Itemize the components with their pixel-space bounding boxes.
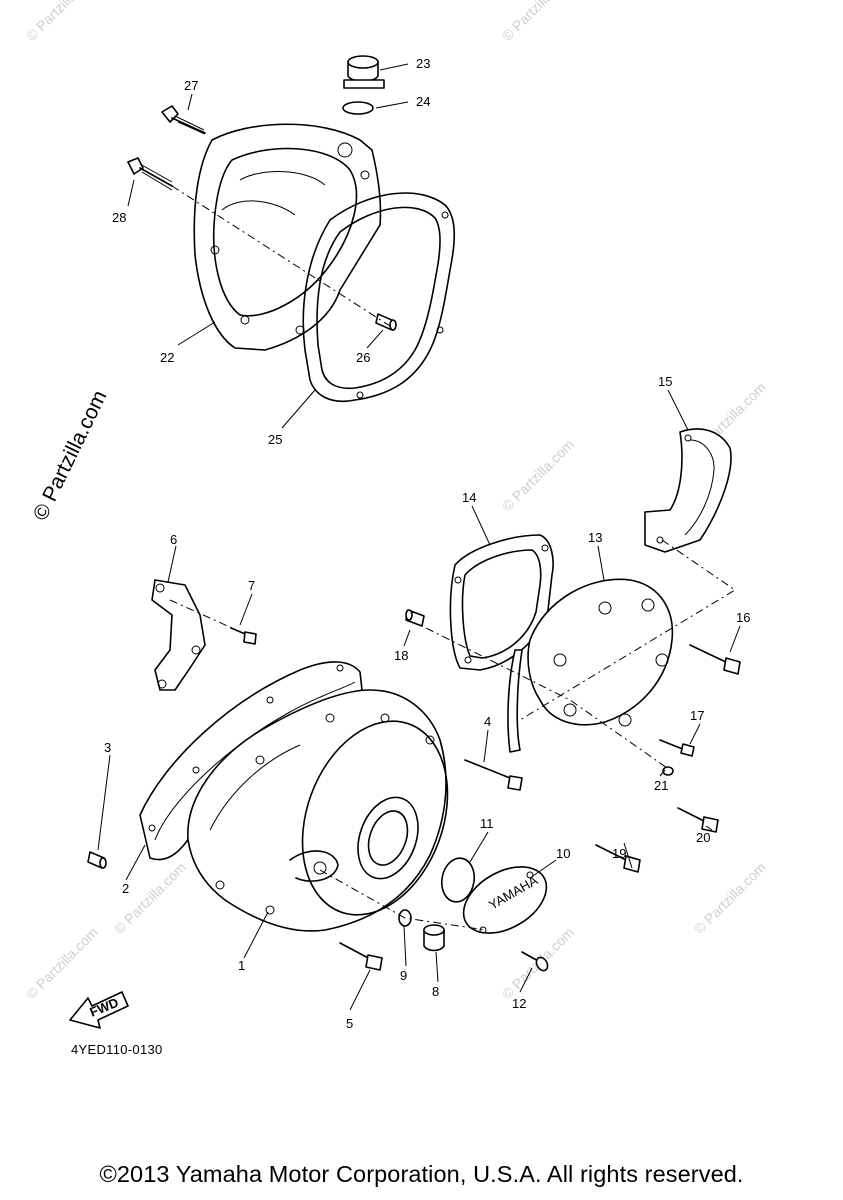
callout-4: 4: [484, 714, 491, 729]
svg-text:© Partzilla.com: © Partzilla.com: [111, 859, 189, 937]
part-24-o-ring: [342, 101, 374, 115]
callout-21: 21: [654, 778, 668, 793]
callout-numbers: 1 2 3 4 5 6 7 8 9 10 11 12 13 14 15 16 1…: [104, 56, 750, 1031]
part-12-screw: [521, 951, 549, 972]
leader-lines: [97, 63, 741, 1011]
callout-25: 25: [268, 432, 282, 447]
part-21-washer: [662, 766, 674, 776]
fwd-arrow-icon: FWD: [69, 991, 129, 1029]
svg-text:© Partzilla.com: © Partzilla.com: [499, 436, 577, 514]
part-13-cover: [507, 578, 674, 753]
part-3-dowel: [87, 851, 107, 869]
callout-9: 9: [400, 968, 407, 983]
part-16-bolt: [689, 644, 741, 675]
center-line-bracket: [169, 599, 233, 629]
watermark-main: © Partzilla.com: [29, 387, 112, 524]
callout-6: 6: [170, 532, 177, 547]
part-28-bolt: [127, 157, 173, 191]
callout-24: 24: [416, 94, 430, 109]
callout-13: 13: [588, 530, 602, 545]
part-18-dowel: [405, 609, 425, 627]
callout-5: 5: [346, 1016, 353, 1031]
diagram-code: 4YED110-0130: [71, 1042, 163, 1057]
part-9-washer: [398, 909, 412, 927]
part-7-bolt: [230, 627, 257, 645]
callout-20: 20: [696, 830, 710, 845]
part-1-crankcase-cover: [187, 689, 449, 932]
callout-1: 1: [238, 958, 245, 973]
svg-text:© Partzilla.com: © Partzilla.com: [23, 924, 101, 1002]
svg-text:© Partzilla.com: © Partzilla.com: [23, 0, 101, 44]
part-25-gasket: [302, 192, 456, 402]
copyright-notice: ©2013 Yamaha Motor Corporation, U.S.A. A…: [99, 1161, 744, 1187]
callout-16: 16: [736, 610, 750, 625]
part-17-bolt: [659, 739, 695, 757]
callout-11: 11: [480, 816, 494, 831]
center-line-right: [409, 619, 671, 771]
callout-7: 7: [248, 578, 255, 593]
part-22-crankcase-cover: [193, 123, 382, 351]
callout-27: 27: [184, 78, 198, 93]
callout-19: 19: [612, 846, 626, 861]
part-10-cover: YAMAHA: [462, 866, 548, 934]
part-23-oil-filler-plug: [343, 55, 385, 89]
part-8-plug: [423, 924, 445, 952]
part-27-bolt: [161, 105, 206, 135]
part-20-bolt: [677, 807, 719, 833]
part-26-dowel-pin: [375, 313, 397, 331]
callout-10: 10: [556, 846, 570, 861]
center-line-upper: [171, 185, 391, 327]
callout-15: 15: [658, 374, 672, 389]
center-line-lower: [319, 869, 487, 931]
callout-12: 12: [512, 996, 526, 1011]
callout-18: 18: [394, 648, 408, 663]
callout-17: 17: [690, 708, 704, 723]
callout-14: 14: [462, 490, 476, 505]
callout-28: 28: [112, 210, 126, 225]
callout-26: 26: [356, 350, 370, 365]
svg-text:© Partzilla.com: © Partzilla.com: [499, 0, 577, 44]
callout-22: 22: [160, 350, 174, 365]
callout-8: 8: [432, 984, 439, 999]
part-6-bracket: [151, 579, 206, 691]
part-15-shield: [644, 428, 732, 553]
center-line-shield: [519, 539, 736, 721]
part-11-o-ring: [440, 857, 476, 903]
svg-text:© Partzilla.com: © Partzilla.com: [691, 859, 769, 937]
part-4-bolt: [464, 759, 523, 791]
part-19-bolt: [595, 844, 641, 873]
callout-2: 2: [122, 881, 129, 896]
callout-23: 23: [416, 56, 430, 71]
part-5-bolt: [339, 942, 383, 971]
callout-3: 3: [104, 740, 111, 755]
